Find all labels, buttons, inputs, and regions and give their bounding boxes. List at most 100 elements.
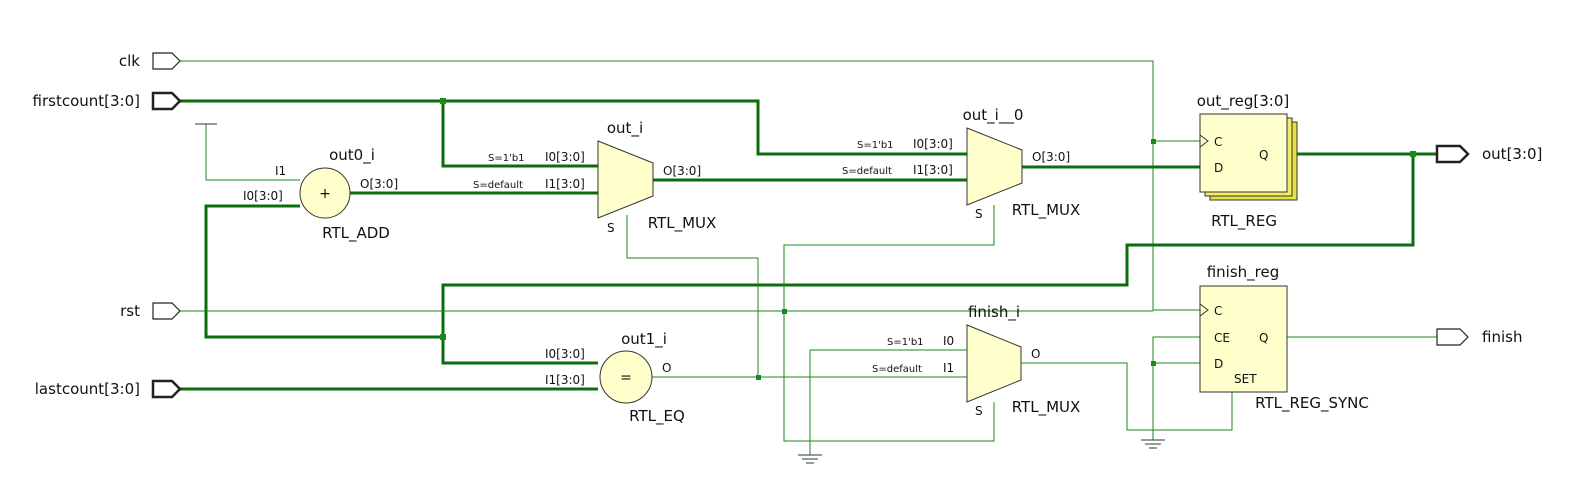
- net-freg-ce[interactable]: [1152, 336, 1200, 440]
- cell-type: RTL_MUX: [1012, 398, 1081, 417]
- pin-label: O[3:0]: [360, 177, 398, 191]
- port-label: lastcount[3:0]: [35, 380, 140, 398]
- net-firstcount[interactable]: [180, 99, 967, 156]
- port-label: rst: [120, 302, 140, 320]
- reg-body: [1199, 285, 1288, 393]
- net-mux3-i0[interactable]: [809, 349, 967, 455]
- pin-label: Q: [1259, 331, 1268, 345]
- port-label: finish: [1482, 328, 1522, 346]
- eq-symbol: =: [620, 370, 632, 386]
- net-adder-i0[interactable]: [204, 204, 443, 339]
- pin-label: C: [1214, 135, 1222, 149]
- port-arrow-icon: [151, 91, 182, 111]
- cell-mux-out_i[interactable]: out_i RTL_MUX I0[3:0] I1[3:0] O[3:0] S S…: [473, 119, 716, 235]
- mux-body: [597, 140, 654, 219]
- port-label: clk: [119, 52, 140, 70]
- instance-name: finish_reg: [1207, 263, 1280, 282]
- net-firstcount-branch[interactable]: [441, 101, 598, 168]
- pin-label: D: [1214, 357, 1223, 371]
- port-arrow-icon: [152, 302, 181, 320]
- select-label: S=default: [473, 180, 523, 191]
- junction-dot: [756, 375, 761, 380]
- input-port-rst[interactable]: rst: [120, 302, 181, 320]
- pin-label: I1[3:0]: [545, 373, 585, 387]
- cell-type: RTL_ADD: [322, 224, 390, 243]
- adder-symbol: +: [319, 186, 331, 202]
- select-label: S=1'b1: [887, 337, 924, 348]
- pin-label: I1[3:0]: [545, 177, 585, 191]
- cell-type: RTL_REG_SYNC: [1255, 394, 1369, 413]
- nets: [180, 60, 1437, 455]
- junction-dot: [782, 309, 787, 314]
- output-port-out[interactable]: out[3:0]: [1435, 144, 1542, 164]
- ground-icon: [1141, 439, 1165, 449]
- instance-name: out_i: [607, 119, 643, 138]
- pin-label: S: [607, 221, 615, 235]
- mux-body: [966, 127, 1023, 206]
- cell-adder[interactable]: + out0_i RTL_ADD I1 I0[3:0] O[3:0]: [243, 146, 398, 243]
- cell-type: RTL_EQ: [629, 407, 685, 426]
- pin-label: I1: [943, 361, 954, 375]
- pin-label: D: [1214, 161, 1223, 175]
- select-label: S=default: [872, 364, 922, 375]
- pin-label: Q: [1259, 148, 1268, 162]
- cell-eq[interactable]: = out1_i RTL_EQ I0[3:0] I1[3:0] O: [545, 330, 685, 426]
- net-clk[interactable]: [180, 60, 1200, 311]
- cell-out-reg[interactable]: out_reg[3:0] RTL_REG C D Q: [1197, 92, 1298, 231]
- cell-type: RTL_MUX: [1012, 201, 1081, 220]
- pin-label: I1[3:0]: [913, 163, 953, 177]
- pin-label: O: [1031, 347, 1040, 361]
- pin-label: O: [662, 361, 671, 375]
- select-label: S=default: [842, 166, 892, 177]
- power-symbols: [195, 123, 1165, 464]
- port-arrow-icon: [152, 52, 181, 70]
- cell-mux-out_i__0[interactable]: out_i__0 RTL_MUX I0[3:0] I1[3:0] O[3:0] …: [842, 106, 1080, 221]
- input-port-firstcount[interactable]: firstcount[3:0]: [33, 91, 182, 111]
- instance-name: out_reg[3:0]: [1197, 92, 1290, 111]
- input-port-lastcount[interactable]: lastcount[3:0]: [35, 379, 182, 399]
- pin-label: O[3:0]: [663, 164, 701, 178]
- pin-label: I1: [275, 164, 286, 178]
- cell-finish-reg[interactable]: finish_reg RTL_REG_SYNC C CE D Q SET: [1199, 263, 1369, 413]
- cell-mux-finish_i[interactable]: finish_i RTL_MUX I0 I1 O S S=1'b1 S=defa…: [872, 303, 1080, 418]
- junction-dot: [440, 98, 446, 104]
- input-port-clk[interactable]: clk: [119, 52, 181, 70]
- pin-label: I0[3:0]: [545, 150, 585, 164]
- instance-name: finish_i: [968, 303, 1020, 322]
- pin-label: CE: [1214, 331, 1230, 345]
- eq-body: [599, 350, 653, 404]
- mux-body: [966, 324, 1022, 403]
- port-arrow-icon: [1436, 328, 1469, 346]
- instance-name: out0_i: [329, 146, 375, 165]
- pin-label: S: [975, 207, 983, 221]
- junction-dot: [440, 334, 446, 340]
- pin-label: O[3:0]: [1032, 150, 1070, 164]
- port-label: out[3:0]: [1482, 145, 1542, 163]
- pin-label: I0: [943, 334, 954, 348]
- pin-label: SET: [1234, 372, 1257, 386]
- pin-label: I0[3:0]: [243, 189, 283, 203]
- pin-label: I0[3:0]: [545, 347, 585, 361]
- net-adder-i1-tie[interactable]: [205, 124, 300, 181]
- pin-label: C: [1214, 304, 1222, 318]
- junction-dot: [1151, 139, 1156, 144]
- ground-icon: [798, 454, 822, 464]
- junction-dot: [1410, 151, 1416, 157]
- net-out-feedback[interactable]: [441, 154, 1415, 365]
- adder-body: [299, 167, 351, 219]
- net-mux3-out[interactable]: [1021, 362, 1233, 431]
- cell-type: RTL_REG: [1211, 212, 1277, 231]
- junction-dot: [1151, 361, 1156, 366]
- reg-body: [1199, 113, 1288, 193]
- port-arrow-icon: [1435, 144, 1470, 164]
- clock-edge-icon: [1199, 303, 1209, 317]
- clock-edge-icon: [1199, 134, 1209, 148]
- output-port-finish[interactable]: finish: [1436, 328, 1522, 346]
- select-label: S=1'b1: [857, 140, 894, 151]
- net-mux1-s[interactable]: [626, 215, 759, 377]
- instance-name: out_i__0: [963, 106, 1024, 125]
- net-mux2-s[interactable]: [783, 205, 995, 442]
- port-label: firstcount[3:0]: [33, 92, 140, 110]
- cell-type: RTL_MUX: [648, 214, 717, 233]
